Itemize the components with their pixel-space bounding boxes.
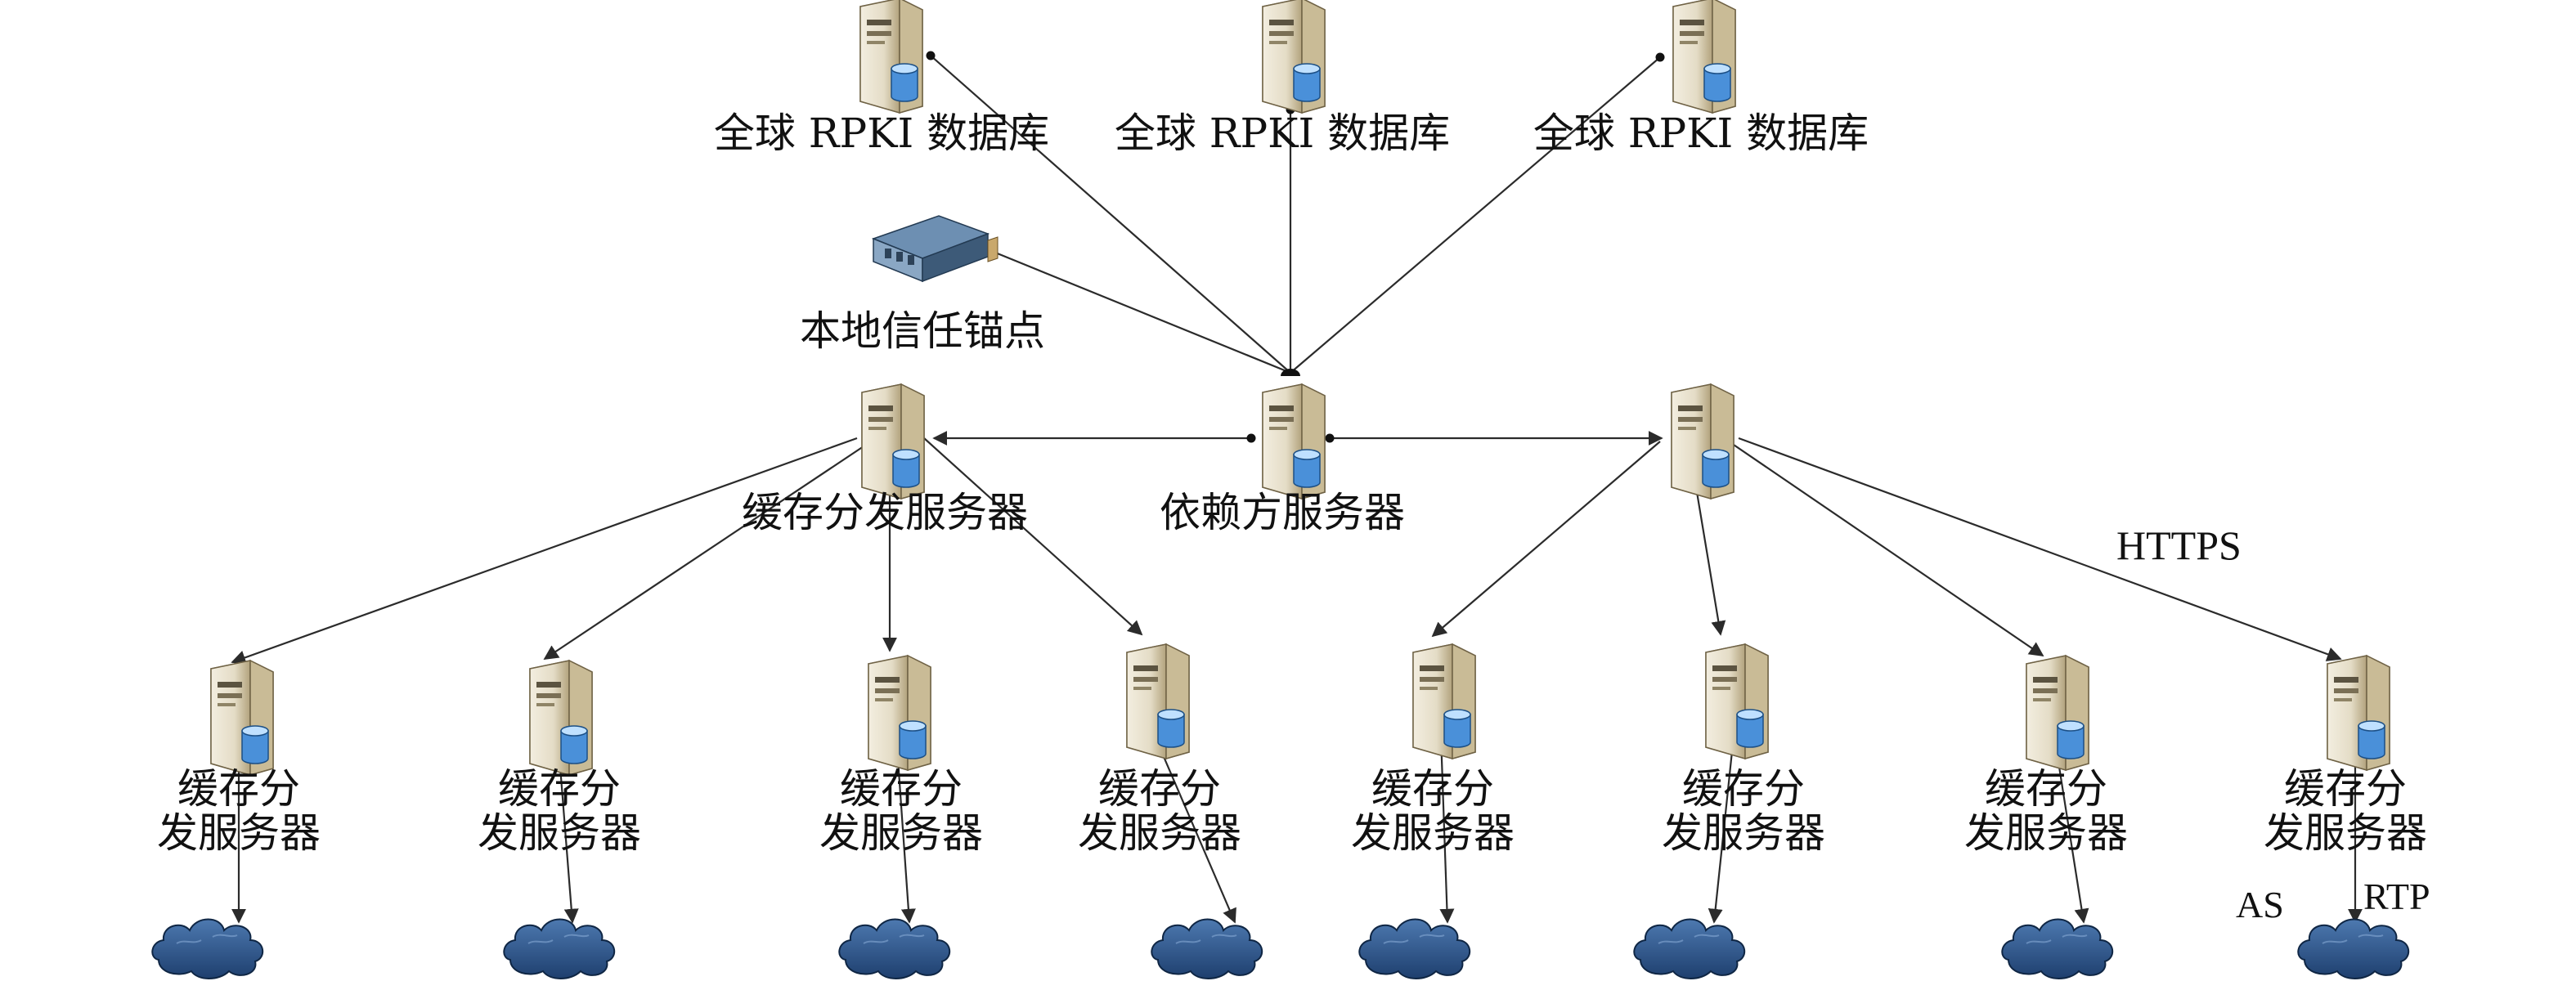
cache-label-7-line2: 发服务器 bbox=[1964, 809, 2128, 857]
cache-server-left bbox=[861, 383, 925, 500]
link-left-to-cache-1 bbox=[231, 437, 858, 665]
cache-server-5 bbox=[1412, 643, 1476, 759]
cache-server-3 bbox=[868, 654, 931, 771]
cache-label-8-line1: 缓存分 bbox=[2284, 765, 2407, 813]
https-label: HTTPS bbox=[2116, 522, 2242, 568]
cache-server-2 bbox=[529, 659, 593, 776]
cache-label-6-line2: 发服务器 bbox=[1662, 809, 1825, 857]
cache-label-4-line1: 缓存分 bbox=[1098, 765, 1221, 813]
network-cloud-5-icon bbox=[1358, 918, 1470, 979]
cache-server-1 bbox=[210, 659, 274, 776]
rpki-db-label-2: 全球 RPKI 数据库 bbox=[1114, 110, 1451, 157]
link-rpki-db-1 bbox=[930, 55, 1291, 374]
link-right-to-cache-5 bbox=[1431, 441, 1661, 638]
relying-party-server-database-icon bbox=[1293, 449, 1321, 488]
network-cloud-3-icon bbox=[838, 918, 950, 979]
cache-label-2-line2: 发服务器 bbox=[478, 809, 641, 857]
cache-label-2: 缓存分 发服务器 bbox=[478, 767, 641, 855]
cache-label-3-line2: 发服务器 bbox=[819, 809, 983, 857]
cache-label-5-line2: 发服务器 bbox=[1351, 809, 1515, 857]
link-right-to-cache-6 bbox=[1694, 486, 1726, 636]
cache-label-5-line1: 缓存分 bbox=[1371, 765, 1494, 813]
cache-server-8 bbox=[2327, 654, 2390, 771]
link-left-to-cache-2 bbox=[543, 446, 864, 660]
cache-server-7-database-icon bbox=[2057, 720, 2085, 759]
rpki-db-server-3 bbox=[1672, 0, 1736, 114]
cache-label-6: 缓存分 发服务器 bbox=[1662, 767, 1825, 855]
cache-server-label-left: 缓存分发服务器 bbox=[742, 489, 1028, 536]
relying-party-label: 依赖方服务器 bbox=[1160, 489, 1405, 536]
rpki-db-server-1-database-icon bbox=[891, 63, 918, 102]
cache-label-3-line1: 缓存分 bbox=[840, 765, 963, 813]
cache-server-1-database-icon bbox=[241, 725, 269, 764]
network-cloud-7-icon bbox=[2001, 918, 2113, 979]
link-rpki-db-3 bbox=[1290, 56, 1661, 374]
cache-label-1: 缓存分 发服务器 bbox=[157, 767, 321, 855]
cache-label-6-line1: 缓存分 bbox=[1682, 765, 1805, 813]
cache-label-7: 缓存分 发服务器 bbox=[1964, 767, 2128, 855]
rpki-db-server-3-database-icon bbox=[1703, 63, 1731, 102]
cache-label-4: 缓存分 发服务器 bbox=[1078, 767, 1241, 855]
link-right-to-cache-8 bbox=[1738, 437, 2342, 661]
cache-label-1-line1: 缓存分 bbox=[177, 765, 300, 813]
cache-label-5: 缓存分 发服务器 bbox=[1351, 767, 1515, 855]
nodes-group bbox=[151, 0, 2409, 979]
cache-server-left-database-icon bbox=[892, 449, 920, 488]
cache-server-4-database-icon bbox=[1157, 709, 1185, 748]
rtp-label: RTP bbox=[2363, 876, 2430, 917]
links-group bbox=[231, 51, 2363, 924]
link-rp-to-left-cache-dot bbox=[1246, 433, 1256, 443]
cache-server-7 bbox=[2026, 654, 2089, 771]
network-cloud-6-icon bbox=[1633, 918, 1745, 979]
network-cloud-8-icon bbox=[2297, 918, 2409, 979]
link-rp-to-right-cache-dot bbox=[1325, 433, 1335, 443]
cache-label-1-line2: 发服务器 bbox=[157, 809, 321, 857]
link-cache-4-to-network bbox=[1153, 735, 1236, 924]
cache-server-6-database-icon bbox=[1736, 709, 1764, 748]
cache-server-6 bbox=[1705, 643, 1769, 759]
link-right-to-cache-7 bbox=[1728, 441, 2044, 657]
cache-label-7-line1: 缓存分 bbox=[1985, 765, 2107, 813]
rpki-db-label-3: 全球 RPKI 数据库 bbox=[1533, 110, 1869, 157]
relying-party-server bbox=[1262, 383, 1326, 500]
network-cloud-4-icon bbox=[1151, 918, 1263, 979]
rpki-db-server-1 bbox=[859, 0, 923, 114]
cache-label-8: 缓存分 发服务器 bbox=[2264, 767, 2427, 855]
link-cache-6-to-network bbox=[1708, 735, 1735, 924]
trust-anchor-appliance-icon bbox=[871, 215, 999, 283]
cache-label-8-line2: 发服务器 bbox=[2264, 809, 2427, 857]
hub-connector bbox=[1281, 369, 1300, 376]
link-rpki-db-1-dot bbox=[926, 51, 936, 60]
rpki-db-server-2-database-icon bbox=[1293, 63, 1321, 102]
network-cloud-1-icon bbox=[151, 918, 263, 979]
link-trust-anchor bbox=[981, 245, 1291, 374]
rpki-db-server-2 bbox=[1262, 0, 1326, 114]
cache-label-4-line2: 发服务器 bbox=[1078, 809, 1241, 857]
link-rpki-db-3-dot bbox=[1655, 52, 1665, 62]
rpki-db-label-1: 全球 RPKI 数据库 bbox=[713, 110, 1050, 157]
cache-label-3: 缓存分 发服务器 bbox=[819, 767, 983, 855]
cache-server-5-database-icon bbox=[1443, 709, 1471, 748]
cache-server-3-database-icon bbox=[899, 720, 927, 759]
network-cloud-2-icon bbox=[503, 918, 615, 979]
cache-server-8-database-icon bbox=[2358, 720, 2385, 759]
cache-server-right bbox=[1671, 383, 1735, 500]
as-label: AS bbox=[2236, 884, 2284, 925]
cache-label-2-line1: 缓存分 bbox=[498, 765, 621, 813]
cache-server-right-database-icon bbox=[1702, 449, 1730, 488]
cache-server-2-database-icon bbox=[560, 725, 588, 764]
link-left-to-cache-4 bbox=[923, 437, 1143, 636]
trust-anchor-label: 本地信任锚点 bbox=[800, 307, 1045, 355]
cache-server-4 bbox=[1126, 643, 1190, 759]
link-cache-5-to-network bbox=[1439, 735, 1455, 924]
